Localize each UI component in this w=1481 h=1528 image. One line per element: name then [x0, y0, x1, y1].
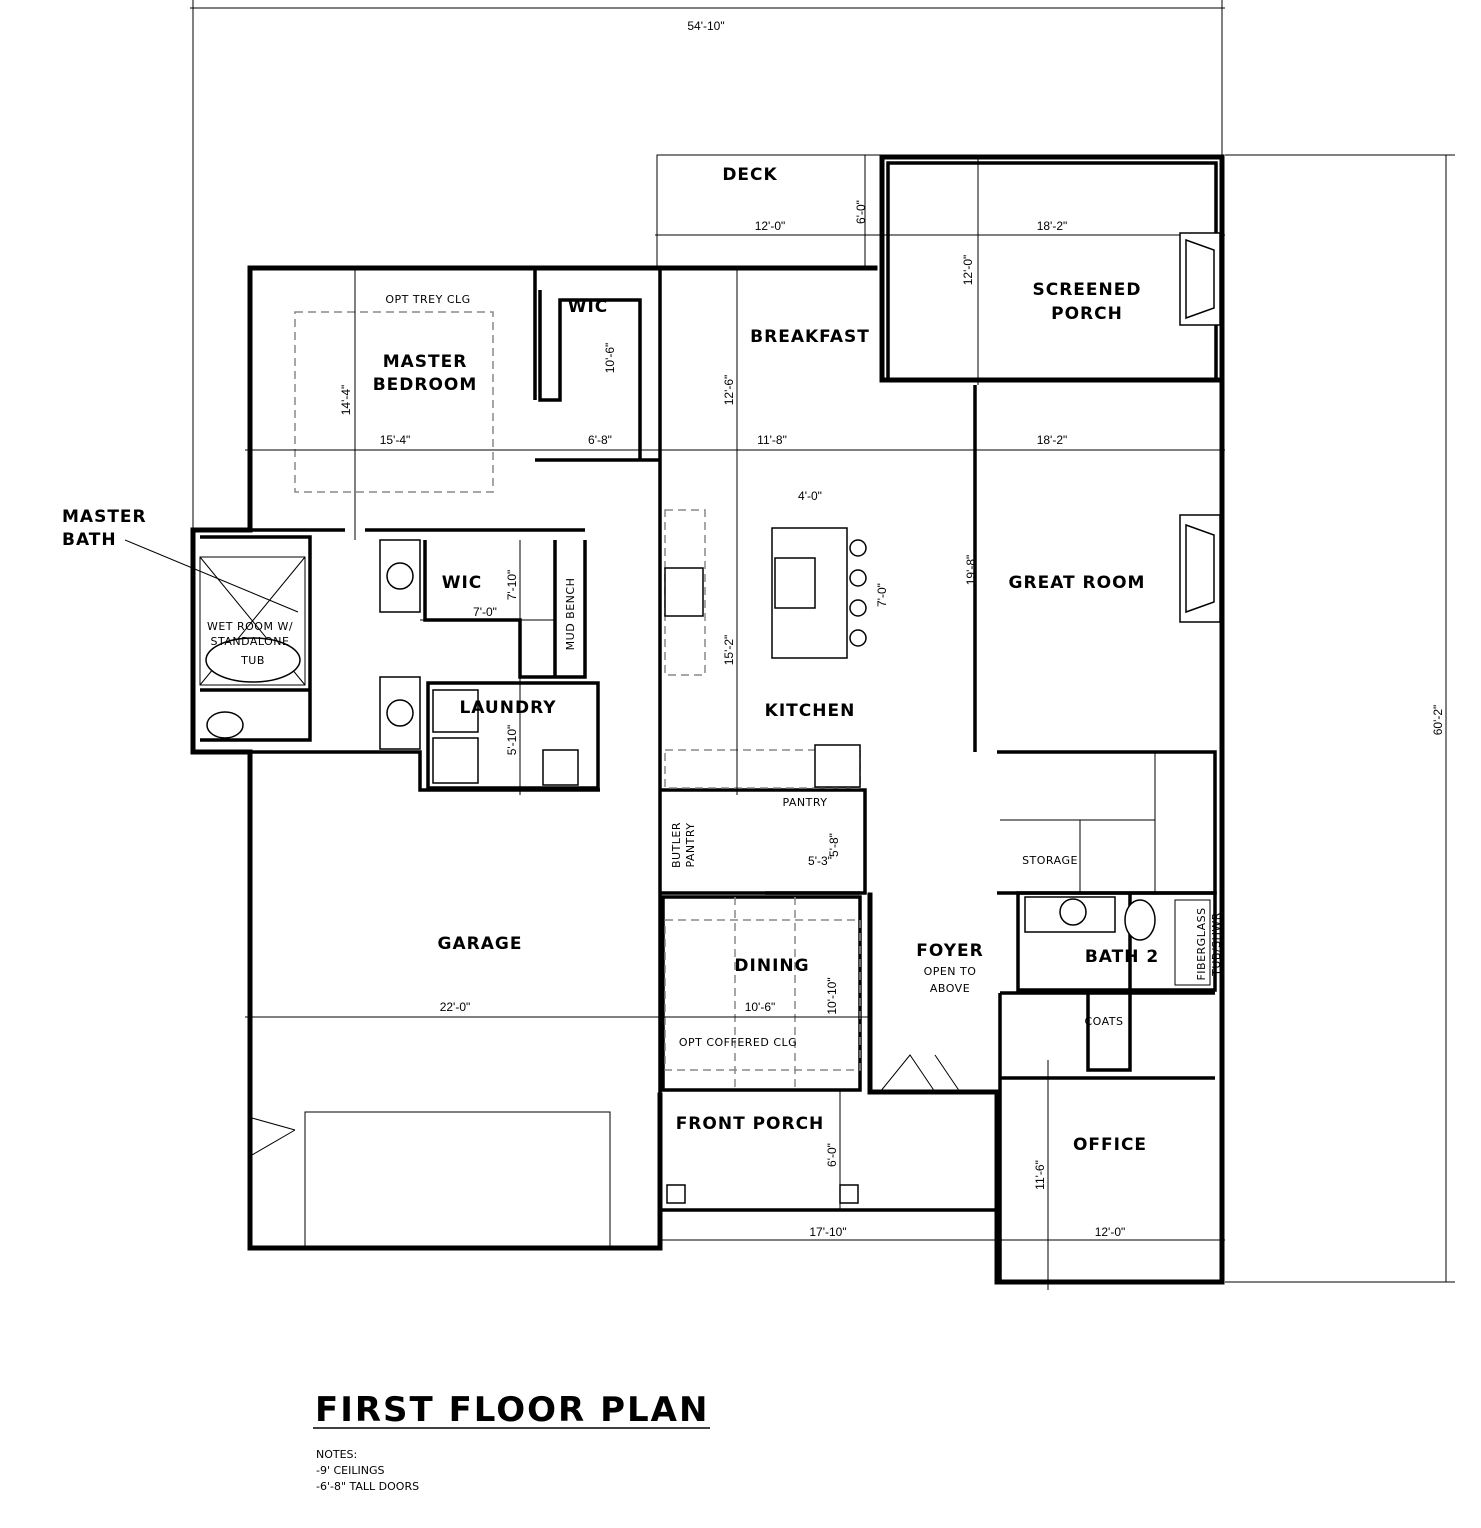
dim-island-depth: 7'-0" [875, 583, 889, 607]
label-fiberglass-2: TUB/SHWR [1210, 912, 1223, 977]
label-opt-coffered: OPT COFFERED CLG [679, 1036, 797, 1049]
dim-porch-width: 18'-2" [1037, 219, 1068, 233]
label-mud-bench: MUD BENCH [564, 578, 577, 651]
dim-overall-depth: 60'-2" [1431, 705, 1445, 736]
label-opt-trey: OPT TREY CLG [385, 293, 470, 306]
dim-wic-depth: 10'-6" [603, 343, 617, 374]
dim-great-width: 18'-2" [1037, 433, 1068, 447]
dim-office-depth: 11'-6" [1033, 1160, 1047, 1190]
cooktop-icon [664, 567, 704, 617]
label-wic-master: WIC [568, 297, 609, 317]
label-pantry: PANTRY [782, 796, 827, 809]
dim-wic2-depth: 7'-10" [505, 570, 519, 601]
dim-front-porch-width: 17'-10" [809, 1225, 846, 1239]
dim-master-depth: 14'-4" [339, 385, 353, 416]
tub-icon [205, 637, 301, 683]
dim-overall-width: 54'-10" [687, 19, 724, 33]
label-foyer-sub-2: ABOVE [930, 982, 970, 995]
dim-office-width: 12'-0" [1095, 1225, 1126, 1239]
washer-icon [432, 689, 479, 733]
label-storage: STORAGE [1022, 854, 1078, 867]
label-wic-bath: WIC [442, 573, 483, 593]
label-screened-porch-2: PORCH [1051, 304, 1123, 324]
label-wet-room-2: STANDALONE [211, 635, 290, 648]
dim-breakfast-width: 11'-8" [757, 433, 787, 447]
sink-icon [386, 699, 414, 727]
label-office: OFFICE [1073, 1135, 1147, 1155]
dim-front-porch-depth: 6'-0" [825, 1143, 839, 1167]
label-master-bath-2: BATH [62, 530, 117, 550]
dim-pantry-depth: 5'-8" [827, 833, 841, 857]
sink-icon [1059, 898, 1087, 926]
notes-heading: NOTES: [316, 1448, 357, 1461]
note-ceilings: -9' CEILINGS [316, 1464, 384, 1477]
label-master-1: MASTER [383, 352, 468, 372]
label-garage: GARAGE [438, 934, 523, 954]
laundry-sink-icon [542, 749, 579, 786]
interior-walls [193, 268, 1217, 1282]
label-butler-1: BUTLER [670, 822, 683, 868]
plan-title: FIRST FLOOR PLAN [315, 1390, 709, 1430]
dim-deck-depth: 6'-0" [854, 200, 868, 224]
callout-arrow [124, 539, 299, 613]
label-wet-room-1: WET ROOM W/ [207, 620, 293, 633]
garage-door [304, 1111, 611, 1249]
fridge-icon [814, 744, 861, 788]
dim-deck-width: 12'-0" [755, 219, 786, 233]
dim-master-width: 15'-4" [380, 433, 411, 447]
dim-porch-depth: 12'-0" [961, 255, 975, 286]
label-foyer-sub-1: OPEN TO [924, 965, 977, 978]
room-labels: DECK SCREENED PORCH BREAKFAST OPT TREY C… [62, 165, 1223, 1155]
dim-island-width: 4'-0" [798, 489, 822, 503]
note-doors: -6'-8" TALL DOORS [316, 1480, 419, 1493]
dim-kitchen-depth: 15'-2" [722, 635, 736, 666]
dim-garage-width: 22'-0" [440, 1000, 471, 1014]
label-dining: DINING [734, 956, 809, 976]
dim-dining-width: 10'-6" [745, 1000, 776, 1014]
dim-breakfast-depth: 12'-6" [722, 375, 736, 406]
dim-pantry-width: 5'-3" [808, 854, 832, 868]
sink-icon [386, 562, 414, 590]
screened-porch [879, 154, 1225, 385]
toilet-icon [206, 711, 244, 739]
stairs [1000, 752, 1156, 893]
label-screened-porch-1: SCREENED [1033, 280, 1142, 300]
label-wet-room-3: TUB [240, 654, 265, 667]
label-coats: COATS [1084, 1015, 1123, 1028]
label-laundry: LAUNDRY [459, 698, 556, 718]
label-breakfast: BREAKFAST [750, 327, 870, 347]
overall-dimensions: 54'-10" 60'-2" [190, 0, 1455, 1283]
interior-dimensions: 12'-0" 6'-0" 18'-2" 12'-0" 15'-4" 14'-4"… [245, 200, 1225, 1290]
island-sink-icon [774, 557, 816, 609]
label-fiberglass-1: FIBERGLASS [1195, 907, 1208, 980]
toilet-icon [1124, 899, 1156, 941]
label-kitchen: KITCHEN [765, 701, 856, 721]
label-foyer: FOYER [916, 941, 983, 961]
label-master-bath-1: MASTER [62, 507, 147, 527]
dim-wic-width: 6'-8" [588, 433, 612, 447]
label-front-porch: FRONT PORCH [676, 1114, 825, 1134]
dim-laundry-depth: 5'-10" [505, 725, 519, 756]
label-bath2: BATH 2 [1085, 947, 1159, 967]
dryer-icon [432, 737, 479, 784]
dim-wic2-width: 7'-0" [473, 605, 497, 619]
fixtures [199, 311, 1221, 1249]
label-great-room: GREAT ROOM [1009, 573, 1146, 593]
label-deck: DECK [722, 165, 777, 185]
dim-dining-depth: 10'-10" [825, 977, 839, 1014]
dim-great-depth: 19'-8" [964, 555, 978, 586]
label-butler-2: PANTRY [684, 822, 697, 867]
label-master-2: BEDROOM [373, 375, 478, 395]
